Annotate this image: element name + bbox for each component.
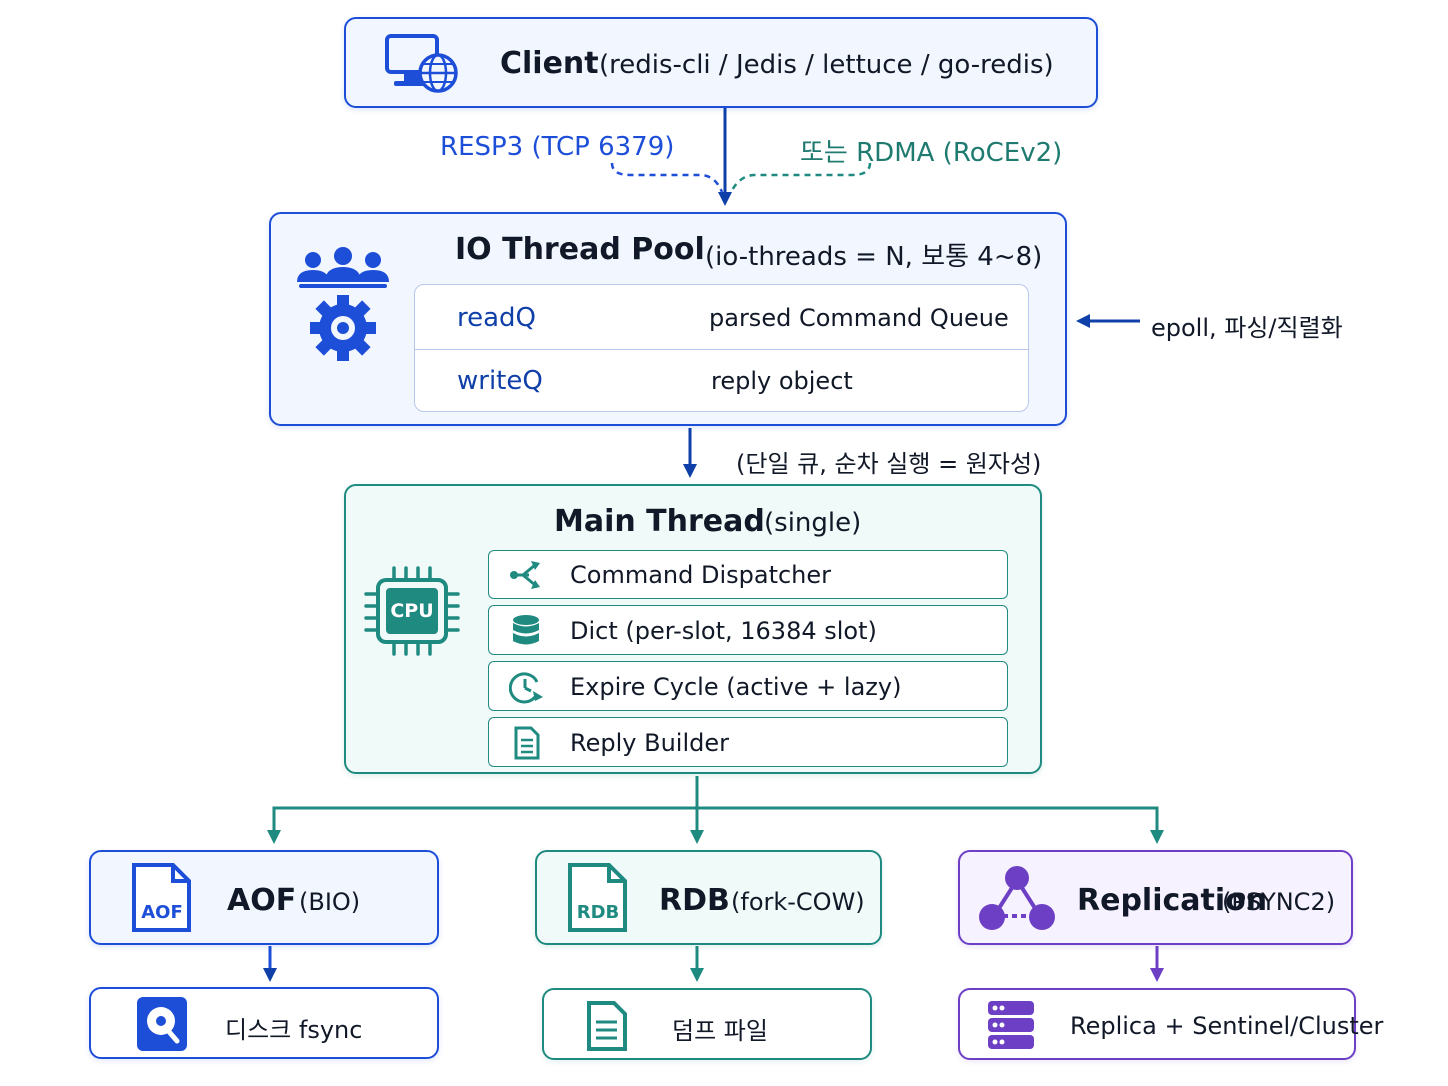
reply-object-label: reply object <box>711 367 853 395</box>
rdma-label: 또는 RDMA (RoCEv2) <box>800 138 1063 168</box>
rdb-badge: RDB <box>576 902 620 923</box>
writeq-label: writeQ <box>457 366 543 396</box>
replication-title: Replication <box>1077 883 1268 918</box>
dump-file-icon <box>587 1001 627 1051</box>
clock-icon <box>509 672 543 704</box>
dispatch-icon <box>510 561 540 589</box>
command-dispatcher-row: Command Dispatcher <box>488 550 1008 599</box>
rdb-title: RDB <box>659 883 730 918</box>
replication-box: Replication (PSYNC2) <box>958 850 1353 945</box>
replica-box: Replica + Sentinel/Cluster <box>958 988 1383 1060</box>
database-icon <box>513 615 539 645</box>
reply-builder-label: Reply Builder <box>570 729 729 757</box>
expire-cycle-row: Expire Cycle (active + lazy) <box>488 661 1008 711</box>
queue-table: readQ parsed Command Queue writeQ reply … <box>414 284 1029 412</box>
dict-label: Dict (per-slot, 16384 slot) <box>570 617 877 645</box>
monitor-globe-icon <box>385 34 458 93</box>
aof-box: AOF AOF (BIO) <box>89 850 439 945</box>
epoll-note: epoll, 파싱/직렬화 <box>1151 314 1343 342</box>
disk-fsync-label: 디스크 fsync <box>225 1016 363 1044</box>
replication-subtitle: (PSYNC2) <box>1222 888 1336 916</box>
reply-builder-row: Reply Builder <box>488 717 1008 767</box>
expire-cycle-label: Expire Cycle (active + lazy) <box>570 673 902 701</box>
server-stack-icon <box>988 1001 1034 1049</box>
queue-note: (단일 큐, 순차 실행 = 원자성) <box>736 450 1042 478</box>
client-box: Client (redis-cli / Jedis / lettuce / go… <box>344 17 1098 108</box>
main-thread-title: Main Thread <box>554 504 765 539</box>
aof-title: AOF <box>227 883 297 918</box>
rdb-file-icon: RDB <box>567 862 629 934</box>
client-subtitle: (redis-cli / Jedis / lettuce / go-redis) <box>599 50 1054 80</box>
branch-left <box>267 806 697 844</box>
rdb-box: RDB RDB (fork-COW) <box>535 850 882 945</box>
main-thread-box: Main Thread (single) CPU Command Dispatc… <box>344 484 1042 774</box>
disk-icon <box>137 997 187 1051</box>
dump-file-label: 덤프 파일 <box>672 1017 768 1045</box>
parsed-command-queue-label: parsed Command Queue <box>709 304 1009 332</box>
io-thread-pool-box: IO Thread Pool (io-threads = N, 보통 4~8) … <box>269 212 1067 426</box>
rdb-subtitle: (fork-COW) <box>731 888 865 916</box>
disk-fsync-box: 디스크 fsync <box>89 987 439 1059</box>
aof-subtitle: (BIO) <box>299 888 361 916</box>
dump-file-box: 덤프 파일 <box>542 988 872 1060</box>
resp3-dashed-path <box>610 162 724 193</box>
cpu-label: CPU <box>390 600 434 622</box>
aof-file-icon: AOF <box>131 862 193 934</box>
readq-label: readQ <box>457 303 537 333</box>
io-pool-subtitle: (io-threads = N, 보통 4~8) <box>705 242 1043 272</box>
cpu-icon: CPU <box>364 566 460 656</box>
resp3-label: RESP3 (TCP 6379) <box>440 132 675 162</box>
aof-badge: AOF <box>141 902 183 923</box>
io-pool-title: IO Thread Pool <box>455 232 705 267</box>
replication-network-icon <box>979 866 1055 930</box>
replica-label: Replica + Sentinel/Cluster <box>1070 1012 1384 1040</box>
users-gear-icon <box>297 247 389 361</box>
command-dispatcher-label: Command Dispatcher <box>570 561 832 589</box>
document-icon <box>514 726 540 760</box>
main-thread-subtitle: (single) <box>764 508 862 538</box>
dict-row: Dict (per-slot, 16384 slot) <box>488 605 1008 655</box>
client-title: Client <box>500 46 599 81</box>
branch-right <box>697 806 1164 844</box>
